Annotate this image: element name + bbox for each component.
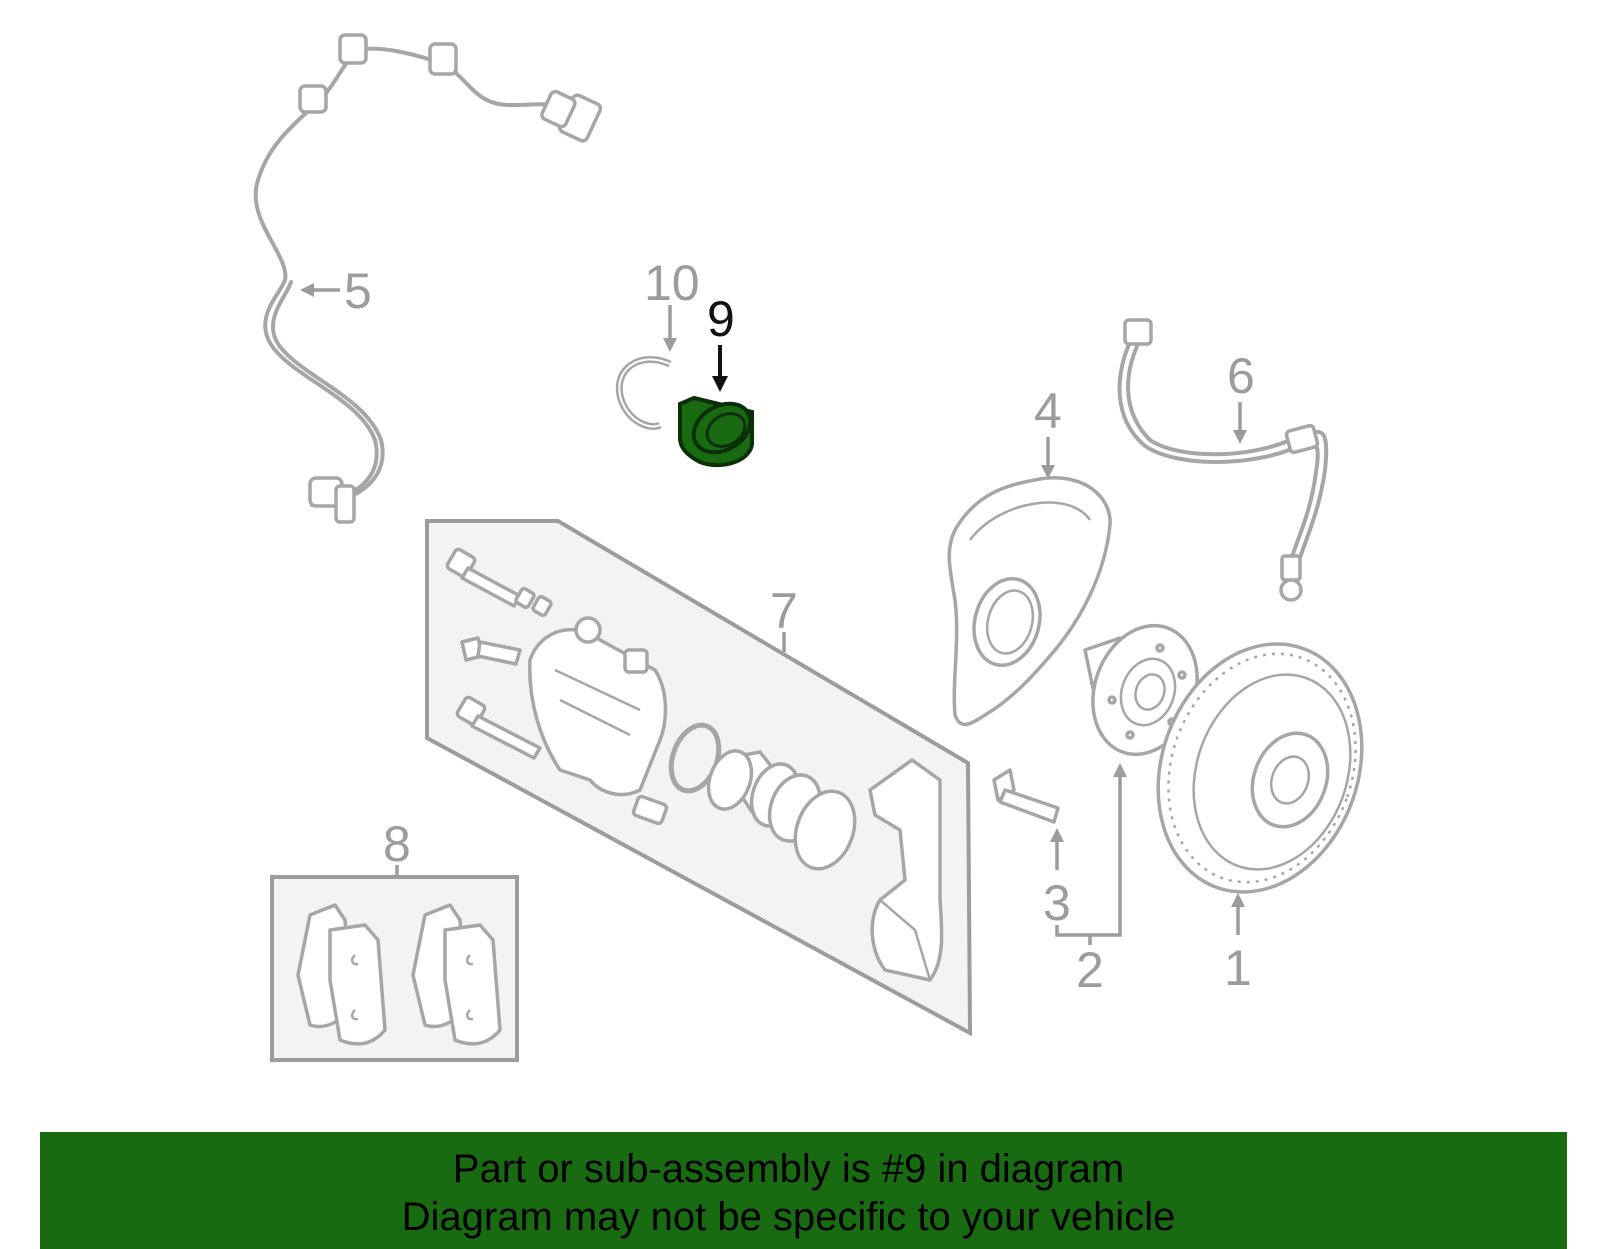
callout-3: 3 [1043, 828, 1071, 931]
brake-rotor-part [1156, 642, 1364, 894]
abs-sensor-wire [253, 33, 603, 524]
info-banner: Part or sub-assembly is #9 in diagram Di… [40, 1132, 1567, 1249]
callout-4: 4 [1034, 383, 1062, 479]
callout-2: 2 [1055, 763, 1127, 998]
wheel-stud-part [992, 768, 1060, 824]
banner-line-part-number: Part or sub-assembly is #9 in diagram [452, 1147, 1125, 1191]
banner-line-disclaimer: Diagram may not be specific to your vehi… [401, 1195, 1176, 1239]
svg-text:6: 6 [1227, 348, 1255, 404]
svg-text:3: 3 [1043, 875, 1071, 931]
brake-pads-box [270, 875, 519, 1062]
callout-7: 7 [770, 583, 798, 652]
callout-10: 10 [644, 255, 700, 352]
callout-9: 9 [707, 291, 735, 392]
svg-text:1: 1 [1224, 940, 1252, 996]
brake-hose-part [1117, 318, 1329, 602]
callout-6: 6 [1227, 348, 1255, 444]
wire-clip [338, 33, 368, 65]
svg-text:5: 5 [344, 263, 372, 319]
snap-ring-part [615, 356, 672, 430]
wheel-hub-part [1083, 623, 1199, 757]
wheel-bearing-part [678, 395, 754, 468]
hose-fitting [1123, 318, 1153, 346]
callout-8: 8 [383, 816, 411, 877]
callout-1: 1 [1224, 893, 1252, 996]
dust-shield-part [947, 476, 1112, 727]
caliper-kit-box [425, 519, 973, 1037]
svg-text:7: 7 [770, 583, 798, 639]
svg-text:8: 8 [383, 816, 411, 872]
svg-text:2: 2 [1076, 942, 1104, 998]
callout-5: 5 [300, 263, 372, 319]
svg-text:9: 9 [707, 291, 735, 347]
svg-text:4: 4 [1034, 383, 1062, 439]
svg-text:10: 10 [644, 255, 700, 311]
